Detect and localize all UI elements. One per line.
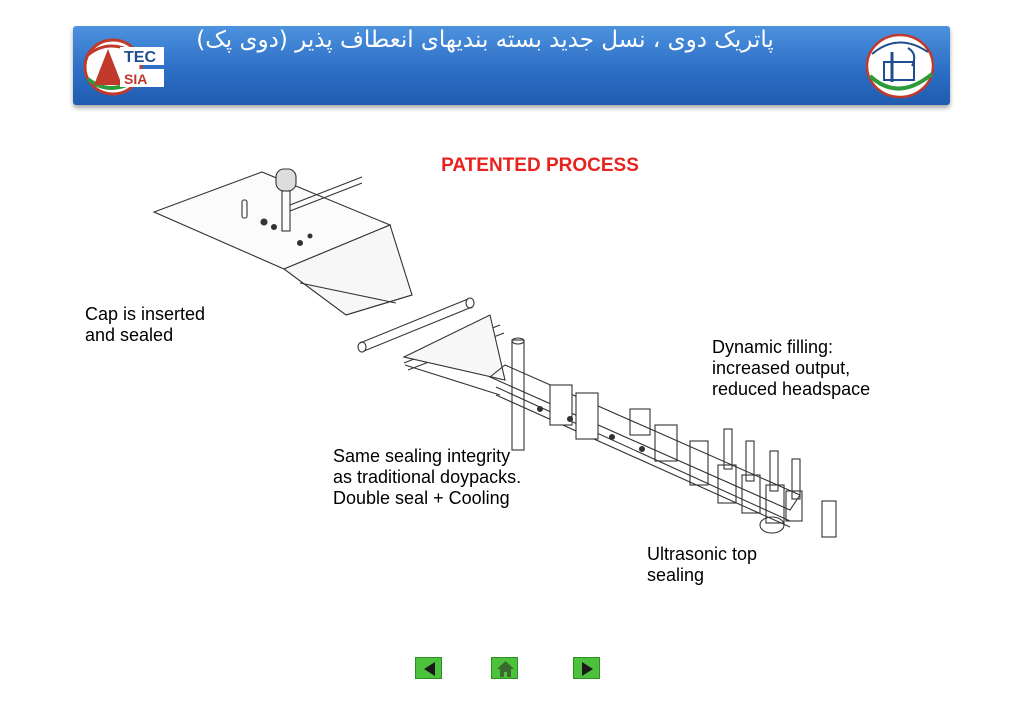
home-button[interactable]: [491, 657, 518, 679]
caption-dynamic-filling: Dynamic filling: increased output, reduc…: [712, 337, 952, 400]
caption-line: and sealed: [85, 325, 174, 345]
caption-line: Double seal + Cooling: [333, 488, 510, 508]
caption-line: reduced headspace: [712, 379, 871, 399]
caption-line: increased output,: [712, 358, 851, 378]
tec-asia-logo: TEC SIA: [80, 35, 172, 99]
packaging-machine-diagram: [152, 168, 837, 538]
svg-text:TEC: TEC: [124, 49, 156, 66]
caption-line: Dynamic filling:: [712, 337, 834, 357]
process-title: PATENTED PROCESS: [441, 155, 639, 176]
caption-cap-inserted: Cap is inserted and sealed: [85, 304, 305, 346]
prev-slide-button[interactable]: [415, 657, 442, 679]
header-title: پاتریک دوی ، نسل جدید بسته بندیهای انعطا…: [196, 27, 774, 53]
caption-line: Cap is inserted: [85, 304, 206, 324]
home-icon: [497, 661, 514, 677]
caption-line: Same sealing integrity: [333, 446, 511, 466]
arrow-right-icon: [582, 662, 593, 676]
caption-ultrasonic: Ultrasonic top sealing: [647, 544, 847, 586]
asia-pack-logo: [862, 32, 942, 100]
caption-line: as traditional doypacks.: [333, 467, 522, 487]
header-banner: [73, 26, 950, 105]
arrow-left-icon: [424, 662, 435, 676]
caption-sealing-integrity: Same sealing integrity as traditional do…: [333, 446, 633, 509]
caption-line: sealing: [647, 565, 705, 585]
next-slide-button[interactable]: [573, 657, 600, 679]
caption-line: Ultrasonic top: [647, 544, 758, 564]
svg-text:SIA: SIA: [124, 71, 147, 87]
